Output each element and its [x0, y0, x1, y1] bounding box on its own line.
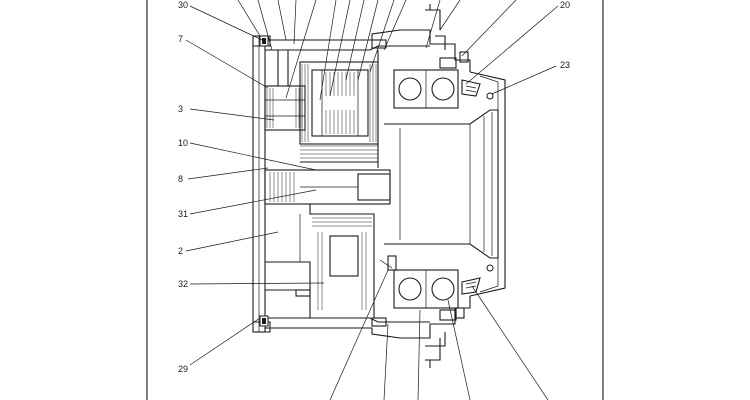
callout-7: 7 [178, 34, 184, 44]
lower-planet-carrier [265, 203, 397, 318]
callout-32: 32 [178, 279, 189, 289]
callout-23: 23 [560, 60, 571, 70]
plug-upper [259, 35, 269, 47]
upper-planet-gear [299, 50, 379, 168]
left-planet-gear [264, 50, 306, 131]
bolt-lower [371, 307, 465, 327]
sun-shaft [264, 169, 391, 205]
bolt-upper [371, 39, 469, 63]
callout-31: 31 [178, 209, 189, 219]
frame-border [146, 0, 604, 400]
housing-outline [252, 4, 506, 368]
callout-10: 10 [178, 138, 189, 148]
callout-30: 30 [178, 0, 189, 10]
callout-3: 3 [178, 104, 184, 114]
leader-lines [185, 0, 559, 400]
plug-lower [259, 315, 269, 327]
callout-29: 29 [178, 364, 189, 374]
upper-bearing-assembly [393, 57, 494, 109]
callout-20: 20 [560, 0, 571, 10]
lower-bearing-assembly [393, 264, 494, 321]
callout-8: 8 [178, 174, 184, 184]
callout-2: 2 [178, 246, 184, 256]
